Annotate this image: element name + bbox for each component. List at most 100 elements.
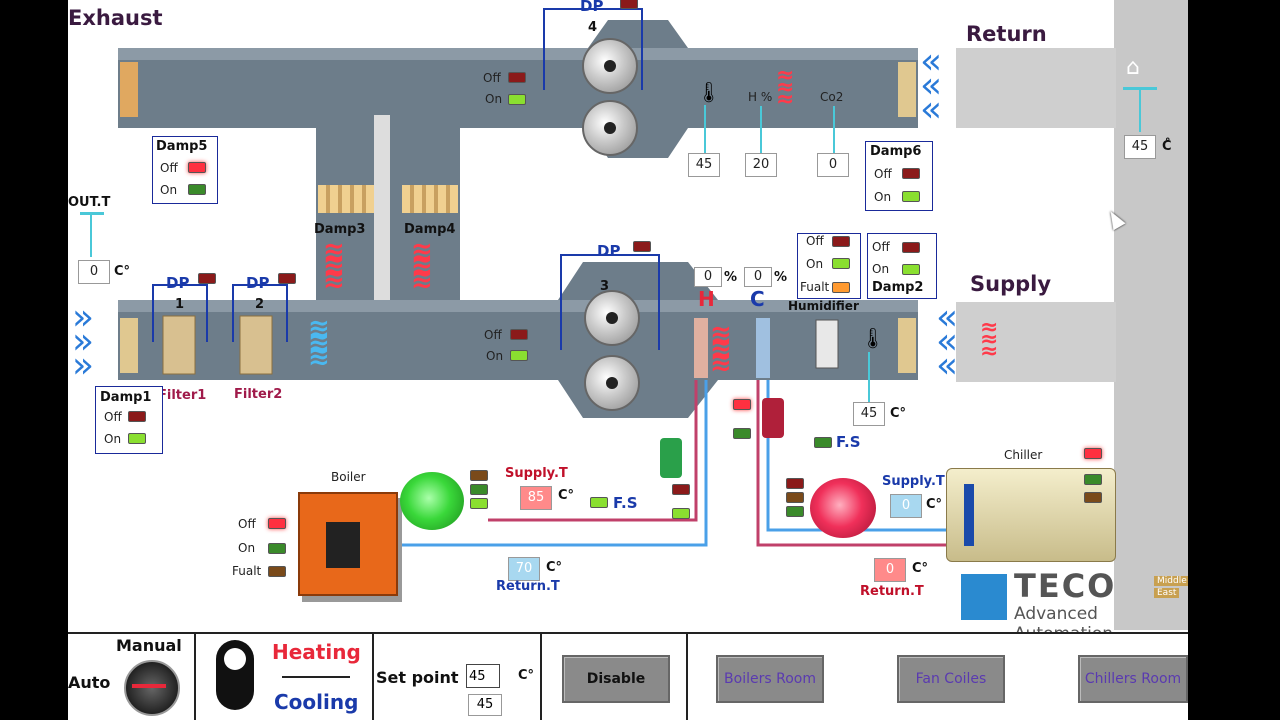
- boiler-valve-led-1: [672, 484, 690, 495]
- cool-valve-icon[interactable]: [762, 398, 784, 438]
- chiller-return-t-unit: C°: [912, 561, 929, 576]
- damp6-panel: [865, 141, 933, 211]
- hvac-scada-screen: Exhaust Return Supply S P A C E ««« »»» …: [68, 0, 1188, 720]
- dp3-bracket: [560, 254, 660, 350]
- return-fan-off-led: [508, 72, 526, 83]
- return-humidity-probe: [760, 106, 762, 153]
- supply-temp-sensor-icon: 🌡: [860, 326, 886, 350]
- boiler-fs-label: F.S: [613, 494, 638, 512]
- humidifier-panel: [797, 233, 861, 299]
- mixed-air-cooling-coil-icon: ≋≋≋: [308, 314, 330, 372]
- chiller-label: Chiller: [1004, 448, 1043, 462]
- disable-button[interactable]: Disable: [562, 655, 670, 703]
- filter1-label: Filter1: [158, 388, 207, 403]
- damp2-on-label: On: [872, 262, 890, 276]
- humidifier-label: Humidifier: [788, 299, 859, 313]
- dp3-number: 3: [600, 279, 610, 294]
- chiller-return-t-label: Return.T: [860, 584, 924, 599]
- dp2-label: DP: [246, 274, 270, 292]
- boiler-supply-t-label: Supply.T: [505, 466, 568, 481]
- heating-mode-label: Heating: [272, 640, 361, 664]
- return-fan-2-icon[interactable]: [582, 100, 638, 156]
- dp1-status-led: [198, 273, 216, 284]
- set-point-input[interactable]: [466, 664, 500, 688]
- duct-network: [118, 20, 918, 430]
- chiller-pump-icon[interactable]: [810, 478, 876, 538]
- heat-valve-pct-value: 0: [694, 267, 722, 287]
- heat-valve-icon[interactable]: [660, 438, 682, 478]
- boiler-fault-label: Fualt: [232, 564, 262, 578]
- supply-title: Supply: [970, 272, 1052, 296]
- supply-fan-1-icon[interactable]: [584, 290, 640, 346]
- manual-auto-knob[interactable]: [124, 660, 180, 716]
- filter2-label: Filter2: [234, 387, 283, 402]
- dp4-bracket: [543, 8, 643, 90]
- boiler-pump-led-3: [470, 498, 488, 509]
- chiller-return-t-value: 0: [874, 558, 906, 582]
- return-fan-1-icon[interactable]: [582, 38, 638, 94]
- damp5-off-label: Off: [160, 161, 178, 175]
- damp4-label: Damp4: [404, 222, 456, 237]
- chillers-room-button[interactable]: Chillers Room: [1078, 655, 1188, 703]
- boiler-valve-led-2: [672, 508, 690, 519]
- supply-fan-2-icon[interactable]: [584, 355, 640, 411]
- dp1-number: 1: [175, 297, 185, 312]
- boiler-supply-t-value: 85: [520, 486, 552, 510]
- damp2-on-led: [902, 264, 920, 275]
- fan-coils-button[interactable]: Fan Coiles: [897, 655, 1005, 703]
- manual-label: Manual: [116, 636, 182, 655]
- outdoor-temp-unit: C°: [114, 264, 131, 279]
- boiler-label: Boiler: [331, 470, 366, 484]
- humidifier-on-led: [832, 258, 850, 269]
- space-band: [1114, 0, 1188, 630]
- control-divider-2: [372, 634, 374, 720]
- boiler-fs-led: [590, 497, 608, 508]
- damp1-on-led: [128, 433, 146, 444]
- damp3-heat-coil-icon: ≋≋≋: [323, 237, 345, 295]
- humidifier-fault-label: Fualt: [800, 280, 830, 294]
- damp6-off-label: Off: [874, 167, 892, 181]
- supply-fan-on-label: On: [486, 349, 504, 363]
- chiller-supply-t-label: Supply.T: [882, 474, 945, 489]
- return-temp-probe: [704, 105, 706, 153]
- dp3-status-led: [633, 241, 651, 252]
- dp2-bracket: [232, 284, 288, 342]
- return-fan-on-led: [508, 94, 526, 105]
- chiller-fs-label: F.S: [836, 433, 861, 451]
- cool-valve-pct-value: 0: [744, 267, 772, 287]
- dp2-status-led: [278, 273, 296, 284]
- chiller-pump-led-3: [786, 506, 804, 517]
- dp4-label: DP: [580, 0, 604, 15]
- dp1-label: DP: [166, 274, 190, 292]
- damp6-off-led: [902, 168, 920, 179]
- boiler-return-t-label: Return.T: [496, 579, 560, 594]
- damp6-on-led: [902, 191, 920, 202]
- space-temp-probe-cap: [1123, 87, 1157, 90]
- chiller-pump-led-2: [786, 492, 804, 503]
- dp2-number: 2: [255, 297, 265, 312]
- chiller-led-1: [1084, 448, 1102, 459]
- humidifier-off-led: [832, 236, 850, 247]
- chiller-pump-led-1: [786, 478, 804, 489]
- damp5-panel: [152, 136, 218, 204]
- boilers-room-button[interactable]: Boilers Room: [716, 655, 824, 703]
- supply-fan-off-led: [510, 329, 528, 340]
- brand-region-top: Middle: [1154, 576, 1188, 586]
- cool-valve-pct-unit: %: [774, 270, 788, 285]
- supply-strip: [956, 302, 1116, 382]
- boiler-supply-t-unit: C°: [558, 488, 575, 503]
- cooling-mode-label: Cooling: [274, 690, 359, 714]
- dp3-label: DP: [597, 242, 621, 260]
- boiler-pump-icon[interactable]: [400, 472, 464, 530]
- humidifier-on-label: On: [806, 257, 824, 271]
- space-temp-probe: [1139, 88, 1141, 132]
- boiler-return-t-unit: C°: [546, 560, 563, 575]
- humidifier-off-label: Off: [806, 234, 824, 248]
- chiller-supply-t-value: 0: [890, 494, 922, 518]
- damp4-dampers-icon: [402, 185, 458, 213]
- dp4-status-led: [620, 0, 638, 9]
- heat-valve-run-led: [733, 428, 751, 439]
- return-co2-value: 0: [817, 153, 849, 177]
- supply-fan-off-label: Off: [484, 328, 502, 342]
- dp1-bracket: [152, 284, 208, 342]
